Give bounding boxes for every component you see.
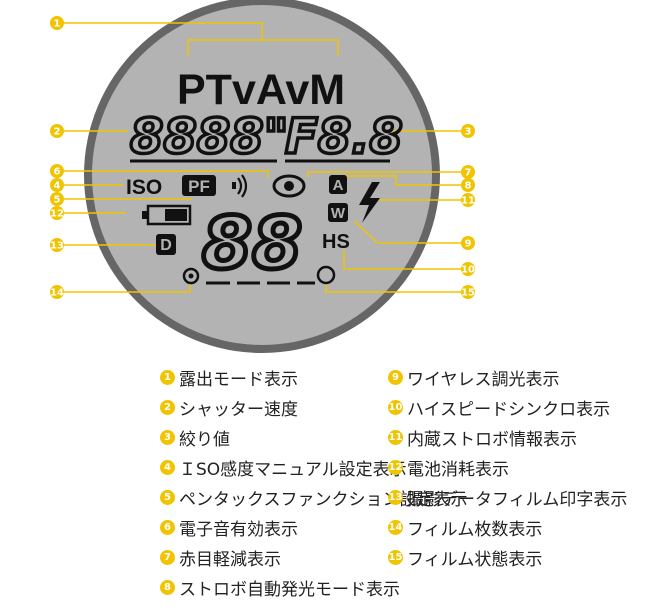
imprint-text: D <box>160 237 172 254</box>
high-speed-sync-text: HS <box>322 231 350 253</box>
legend-number: 1 <box>160 369 175 385</box>
svg-text:4: 4 <box>54 181 61 192</box>
aperture-text: F8.8 <box>285 109 403 165</box>
svg-text:1: 1 <box>54 19 61 30</box>
lcd-face <box>92 5 432 345</box>
auto-flash-badge <box>329 175 347 194</box>
legend-number: 15 <box>388 549 403 565</box>
callout-lines <box>64 22 468 293</box>
legend-number: 9 <box>388 369 403 385</box>
callout-12: 12 <box>50 206 64 220</box>
callout-8: 8 <box>461 178 475 192</box>
shutter-speed-text: 8888" <box>130 109 289 165</box>
callout-13: 13 <box>50 238 64 252</box>
callout-9: 9 <box>461 236 475 250</box>
callout-6: 6 <box>50 164 64 178</box>
legend-number: 6 <box>160 519 175 535</box>
battery-icon <box>142 204 192 226</box>
legend-label: フィルム枚数表示 <box>407 519 543 540</box>
red-eye-icon <box>272 174 306 198</box>
callout-14: 14 <box>50 285 64 299</box>
legend-number: 5 <box>160 489 175 505</box>
callout-1: 1 <box>50 16 64 30</box>
svg-text:11: 11 <box>461 196 475 207</box>
svg-text:9: 9 <box>465 239 472 250</box>
svg-text:14: 14 <box>50 288 64 299</box>
beep-icon <box>232 174 248 198</box>
legend-label: 絞り値 <box>179 429 230 450</box>
callout-15: 15 <box>461 285 475 299</box>
legend-label: 電池消耗表示 <box>407 459 509 480</box>
svg-text:15: 15 <box>461 288 475 299</box>
legend-label: ハイスピードシンクロ表示 <box>407 399 611 420</box>
callout-11: 11 <box>461 193 475 207</box>
legend-label: 露出モード表示 <box>179 369 298 390</box>
legend-number: 14 <box>388 519 403 535</box>
pf-badge <box>182 175 216 196</box>
auto-flash-text: A <box>333 177 344 194</box>
legend-number: 7 <box>160 549 175 565</box>
legend-label: 赤目軽減表示 <box>179 549 281 570</box>
svg-text:2: 2 <box>54 127 61 138</box>
legend-number: 11 <box>388 429 403 445</box>
callout-10: 10 <box>461 262 475 276</box>
svg-text:3: 3 <box>465 127 472 138</box>
legend-number: 8 <box>160 579 175 595</box>
svg-text:8: 8 <box>465 181 472 192</box>
wireless-text: W <box>331 205 346 222</box>
svg-text:12: 12 <box>50 209 64 220</box>
frame-counter-text: 88 <box>202 201 302 285</box>
iso-text: ISO <box>126 176 162 199</box>
callout-7: 7 <box>461 165 475 179</box>
svg-text:13: 13 <box>50 241 64 252</box>
exposure-mode-text: PTvAvM <box>177 66 345 114</box>
legend-label: 撮影データフィルム印字表示 <box>407 489 628 510</box>
film-status-right-icon <box>316 265 336 285</box>
lcd-panel-diagram: PTvAvM 8888" F8.8 ISO PF A W HS D 88 1 <box>50 0 475 353</box>
svg-text:6: 6 <box>54 167 61 178</box>
pf-text: PF <box>188 177 210 196</box>
legend-number: 3 <box>160 429 175 445</box>
legend-label: ストロボ自動発光モード表示 <box>179 579 400 600</box>
legend-label: フィルム状態表示 <box>407 549 543 570</box>
imprint-badge <box>156 234 176 255</box>
legend-number: 2 <box>160 399 175 415</box>
legend-label: ワイヤレス調光表示 <box>407 369 560 390</box>
svg-text:7: 7 <box>465 168 472 179</box>
legend-number: 13 <box>388 489 403 505</box>
callout-4: 4 <box>50 178 64 192</box>
legend-number: 10 <box>388 399 403 415</box>
callout-2: 2 <box>50 124 64 138</box>
legend-number: 12 <box>388 459 403 475</box>
callout-5: 5 <box>50 192 64 206</box>
flash-bolt-icon <box>359 182 380 223</box>
film-status-left-icon <box>182 267 200 285</box>
legend-label: シャッター速度 <box>179 399 298 420</box>
legend-label: 内蔵ストロボ情報表示 <box>407 429 577 450</box>
svg-text:5: 5 <box>54 195 61 206</box>
legend-number: 4 <box>160 459 175 475</box>
legend-label: 電子音有効表示 <box>179 519 298 540</box>
legend-label: ＩSO感度マニュアル設定表示 <box>179 459 407 480</box>
callout-3: 3 <box>461 124 475 138</box>
wireless-badge <box>328 203 348 222</box>
svg-text:10: 10 <box>461 265 475 276</box>
